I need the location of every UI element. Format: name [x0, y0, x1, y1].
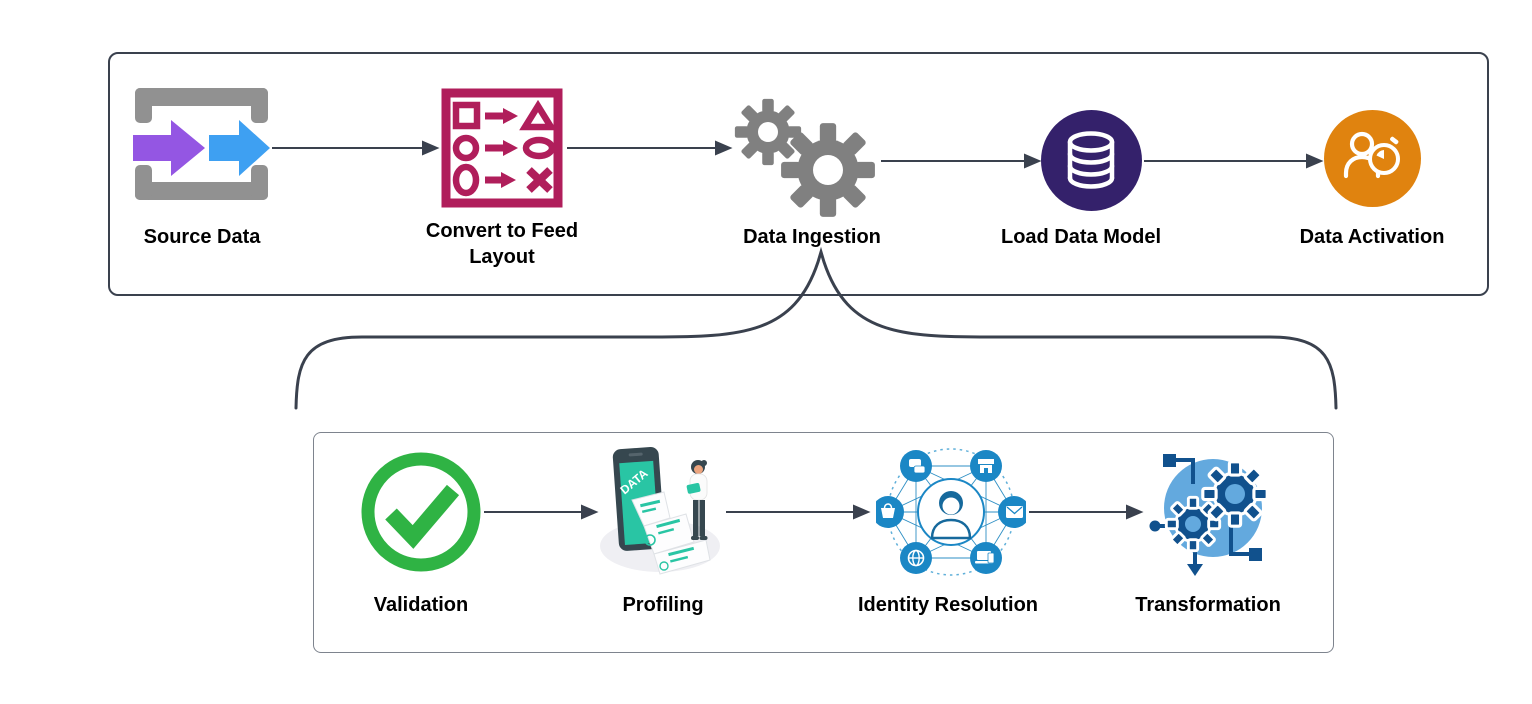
person-icon: [930, 491, 972, 540]
chat-icon: [900, 450, 932, 482]
stage-label-convert-feed: Convert to Feed Layout: [425, 220, 579, 268]
stage-label-data-ingestion: Data Ingestion: [743, 226, 881, 248]
stage-label-load-data-model: Load Data Model: [1000, 226, 1162, 248]
ingestion-detail-box: [313, 432, 1334, 653]
check-circle-icon: [361, 452, 481, 572]
data-report-illustration: DATA: [600, 446, 720, 575]
database-icon: [1041, 110, 1142, 211]
bracket-frame: [135, 88, 268, 200]
stage-label-profiling: Profiling: [622, 594, 704, 616]
devices-icon: [970, 542, 1002, 574]
gears-circuit-icon: [1149, 454, 1269, 576]
stage-label-source-data: Source Data: [143, 226, 261, 248]
convert-feed-icon: [441, 88, 563, 208]
person-figure: [686, 460, 708, 540]
stage-label-identity-resolution: Identity Resolution: [858, 594, 1038, 616]
source-data-icon: [133, 88, 270, 200]
gears-icon: [734, 98, 875, 217]
purple-arrow-icon: [133, 120, 205, 176]
satellite-nodes: [876, 450, 1026, 574]
stage-label-transformation: Transformation: [1135, 594, 1281, 616]
receipt-paper: [631, 491, 711, 575]
stage-label-data-activation: Data Activation: [1299, 226, 1445, 248]
store-icon: [970, 450, 1002, 482]
globe-icon: [900, 542, 932, 574]
audience-timer-icon: [1324, 110, 1421, 207]
stage-label-validation: Validation: [373, 594, 469, 616]
mail-icon: [998, 496, 1026, 528]
identity-network-icon: [876, 448, 1026, 576]
basket-icon: [876, 496, 904, 528]
blue-arrow-icon: [209, 120, 270, 176]
